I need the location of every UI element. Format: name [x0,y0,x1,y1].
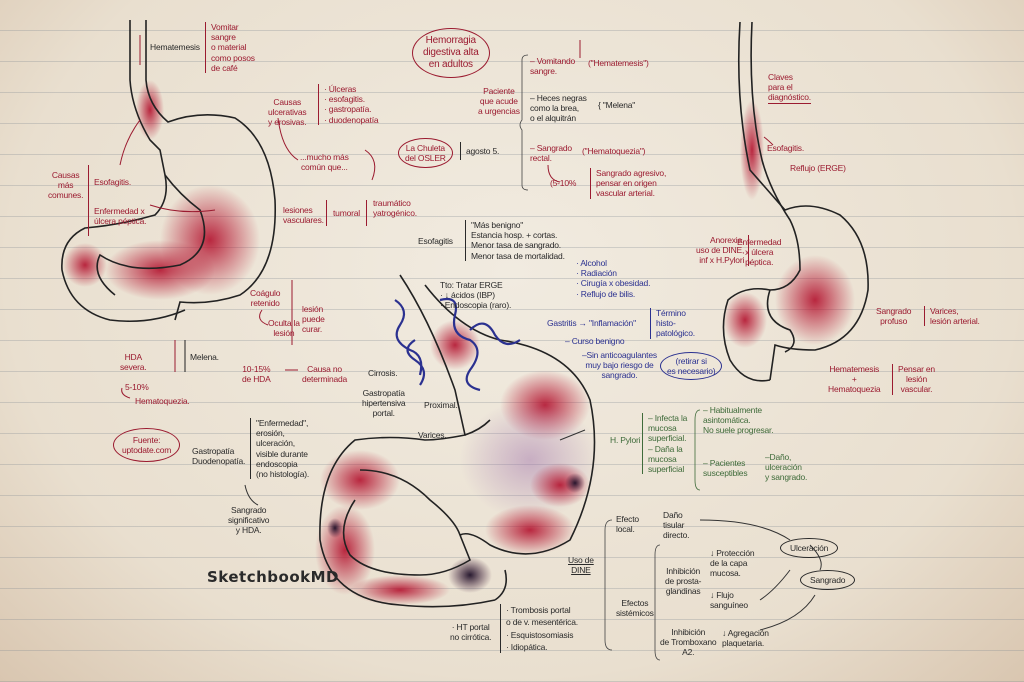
proximal: Proximal. [424,400,458,410]
sketchbookmd-logo: SketchbookMD [207,568,339,586]
causas-comunes-list: Esofagitis. Enfermedad x úlcera péptica. [88,165,147,237]
hematemesis-label: Hematemesis [150,42,200,52]
gastropatia-hipertensiva: Gastropatía hipertensiva portal. [362,388,406,419]
melena-label: Melena. [190,352,219,362]
hematemesis-definition: Vomitar sangre o material como posos de … [205,22,255,73]
brackets [519,54,701,661]
termino-histopatologico: Término histo- patológico. [650,308,695,339]
h-pylori-label: H. Pylori [610,435,641,445]
enfermedad-item: Enfermedad x úlcera péptica. [94,205,147,226]
heces-negras: – Heces negras como la brea, o el alquit… [530,93,587,124]
causa-no-determinada: Causa no determinada [302,364,348,385]
gastropatia-duodenopatia: Gastropatía Duodenopatía. [192,446,246,467]
lesiones-vasculares: lesiones vasculares. [283,205,324,226]
ht-portal-causes: · Trombosis portal o de v. mesentérica. … [500,604,578,654]
lesion-puede-curar: lesión puede curar. [302,304,325,335]
dano-tisular: Daño tisular directo. [663,510,690,541]
esofagitis-label: Esofagitis [418,236,453,246]
reflujo-erge: Reflujo (ERGE) [790,163,846,173]
claves-diagnostico: Claves para el diagnóstico. [768,72,811,104]
pacientes-susceptibles: – Pacientes susceptibles [703,458,748,479]
pct-hematoquezia: (5-10% [550,178,577,188]
arrows [119,35,774,399]
causas-ulcerativas-list: · Úlceras · esofagitis. · gastropatía. ·… [318,84,379,125]
efecto-local: Efecto local. [616,514,639,535]
pct-5-10: 5-10% [125,382,149,392]
uso-dine: Uso de DINE [568,555,594,576]
agregacion-plaquetaria: ↓ Agregación plaquetaria. [722,628,769,649]
pensar-lesion-vascular: Pensar en lesión vascular. [892,364,935,395]
left-stomach [61,20,277,323]
center-stomach [315,274,600,608]
dano-ulceracion-sangrado: –Daño, ulceración y sangrado. [765,452,808,483]
gastritis-inflamacion: Gastritis → "Inflamación" [547,318,636,328]
sangrado-rectal: – Sangrado rectal. [530,143,572,164]
inhibicion-prostaglandinas: Inhibición de prosta- glandinas [665,566,702,597]
tumoral: tumoral [326,200,367,227]
efectos-sistemicos: Efectos sistémicos [616,598,654,619]
oculta-lesion: Oculta la lesión [268,318,300,339]
hda-severa: HDA severa. [120,352,147,373]
right-stomach [722,21,869,382]
hematoquezia-label: Hematoquezia. [135,396,190,406]
h-pylori-effects: – Infecta la mucosa superficial. – Daña … [642,413,687,475]
fuente-citation: Fuente: uptodate.com [113,428,181,463]
date-label: agosto 5. [460,142,504,161]
center-varices [394,297,521,392]
causas-comunes-label: Causas más comunes. [48,170,84,201]
causas-ulcerativas-label: Causas ulcerativas y erosivas. [268,97,307,128]
mucho-mas-comun: ...mucho más común que... [300,152,349,173]
inhibicion-tromboxano: Inhibición de Tromboxano A2. [660,627,717,658]
vomitando-sangre: – Vomitando sangre. [530,56,576,77]
melena-term: { "Melena" [598,100,636,110]
ht-portal-no-cirrotica: · HT portal no cirrótica. [450,622,492,643]
sangrado-agresivo: Sangrado agresivo, pensar en origen vasc… [590,168,666,199]
pct-10-15: 10-15% de HDA [242,364,271,385]
esofagitis-item: Esofagitis. [94,177,132,188]
sin-anticoagulantes: –Sin anticoagulantes muy bajo riesgo de … [582,350,657,381]
chuleta-osler-badge: La Chuleta del OSLER [398,138,453,169]
anorexia-dine-hpylori: Anorexia, uso de DINE, inf x H.Pylori [696,235,750,266]
cirrosis: Cirrosis. [368,368,398,378]
traumatico-yatrogenico: traumático yatrogénico. [373,198,417,219]
varices-lesion-arterial: Varices, lesión arterial. [924,306,980,327]
gastritis-causes: · Alcohol · Radiación · Cirugía x obesid… [576,258,651,299]
tratamiento: Tto: Tratar ERGE · ↓ ácidos (IBP) · Endo… [440,280,512,311]
curso-benigno: – Curso benigno [565,336,625,346]
page-title: Hemorragia digestiva alta en adultos [412,28,490,78]
habitualmente-asintomatica: – Habitualmente asintomática. No suele p… [703,405,774,436]
proteccion-mucosa: ↓ Protección de la capa mucosa. [710,548,755,579]
esofagitis-right: Esofagitis. [767,143,805,153]
enfermedad-ulcera-peptica: Enfermedad x úlcera péptica. [737,237,782,268]
esofagitis-features: "Más benigno" Estancia hosp. + cortas. M… [465,220,565,261]
enfermedad-definicion: "Enfermedad", erosión, ulceración, visib… [250,418,309,480]
paciente-urgencias: Paciente que acude a urgencias [478,86,520,117]
hematemesis-hematoquezia: Hematemesis + Hematoquezia [828,364,881,395]
hematoquezia-term: ("Hematoquezia") [582,146,646,156]
sangrado-profuso: Sangrado profuso [876,306,912,327]
varices: Varices. [418,430,447,440]
retirar-si-necesario: (retirar si es necesario) [660,352,723,381]
sangrado-significativo: Sangrado significativo y HDA. [228,505,270,536]
flujo-sanguineo: ↓ Flujo sanguíneo [710,590,748,611]
hematemesis-term: ("Hematemesis") [588,58,649,68]
coagulo-retenido: Coágulo retenido [250,288,281,309]
ulceracion-node: Ulceración [780,538,839,559]
sangrado-node: Sangrado [800,570,856,591]
